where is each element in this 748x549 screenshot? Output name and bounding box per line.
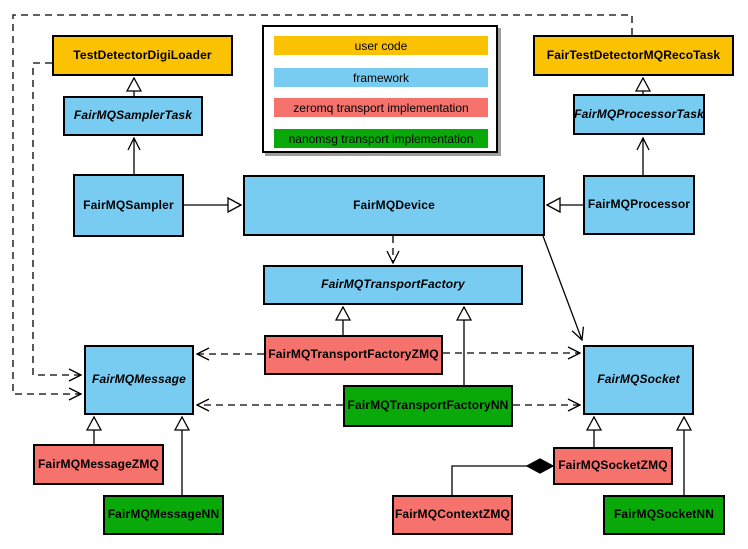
class-label: FairMQSampler [83, 197, 174, 212]
class-node-fairmqsamplertask: FairMQSamplerTask [63, 96, 203, 136]
legend-label: user code [354, 38, 408, 53]
edge-socketzmq-owns-contextzmq [451, 465, 527, 495]
class-node-fairmqmessage: FairMQMessage [84, 345, 194, 415]
legend: user code framework zeromq transport imp… [262, 25, 498, 153]
class-node-fairmqsocketnn: FairMQSocketNN [603, 495, 725, 535]
class-label: FairMQDevice [353, 197, 435, 212]
class-label: FairMQMessageNN [107, 507, 220, 522]
class-label: FairMQSocket [597, 372, 680, 387]
class-node-testdetectordigiloader: TestDetectorDigiLoader [52, 35, 233, 76]
legend-item-zeromq: zeromq transport implementation [274, 98, 488, 117]
class-node-fairmqcontextzmq: FairMQContextZMQ [392, 495, 513, 535]
class-node-fairmqtransportfactorynn: FairMQTransportFactoryNN [343, 385, 513, 427]
class-label: FairMQContextZMQ [394, 507, 511, 522]
class-label: TestDetectorDigiLoader [73, 47, 212, 62]
class-label: FairMQTransportFactoryNN [347, 398, 509, 413]
class-label: FairMQProcessorTask [574, 106, 704, 121]
edge-device-uses-socket [542, 235, 582, 340]
class-label: FairMQSocketZMQ [558, 458, 668, 473]
legend-label: framework [352, 70, 409, 85]
class-node-fairmqdevice: FairMQDevice [243, 175, 545, 236]
legend-item-nanomsg: nanomsg transport implementation [274, 129, 488, 148]
class-label: FairMQTransportFactory [321, 277, 465, 292]
class-node-fairmqsocket: FairMQSocket [583, 345, 694, 415]
class-node-fairtestdetectormqrecotask: FairTestDetectorMQRecoTask [533, 35, 734, 76]
class-label: FairMQMessageZMQ [37, 456, 160, 471]
class-node-fairmqtransportfactory: FairMQTransportFactory [263, 265, 523, 305]
class-label: FairMQSamplerTask [73, 108, 193, 123]
legend-item-user-code: user code [274, 36, 488, 55]
class-label: FairMQMessage [92, 372, 186, 387]
legend-label: nanomsg transport implementation [288, 131, 474, 146]
class-label: FairMQTransportFactoryZMQ [268, 347, 439, 362]
class-node-fairmqprocessortask: FairMQProcessorTask [573, 94, 705, 135]
class-node-fairmqmessagezmq: FairMQMessageZMQ [33, 444, 164, 485]
legend-label: zeromq transport implementation [293, 100, 469, 115]
class-node-fairmqtransportfactoryzmq: FairMQTransportFactoryZMQ [264, 335, 443, 375]
class-node-fairmqprocessor: FairMQProcessor [583, 175, 695, 235]
class-label: FairTestDetectorMQRecoTask [546, 47, 721, 62]
class-label: FairMQProcessor [587, 197, 691, 212]
class-node-fairmqsocketzmq: FairMQSocketZMQ [553, 447, 673, 485]
class-label: FairMQSocketNN [613, 507, 715, 522]
class-node-fairmqmessagenn: FairMQMessageNN [103, 495, 224, 535]
class-node-fairmqsampler: FairMQSampler [73, 174, 184, 237]
composition-diamond-icon [525, 458, 555, 474]
legend-item-framework: framework [274, 68, 488, 87]
